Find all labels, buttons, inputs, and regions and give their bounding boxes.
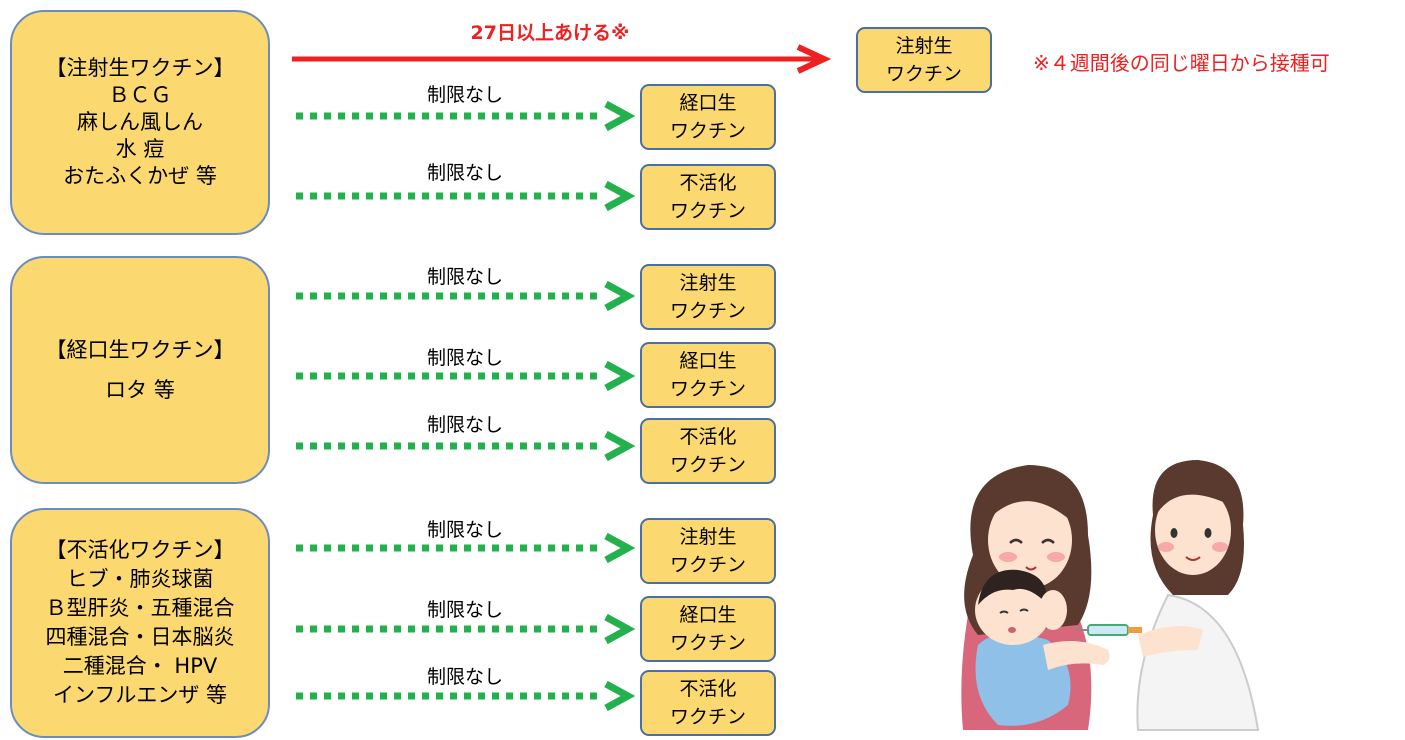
source-item: ＢＣＧ xyxy=(108,83,172,107)
green-dotted-arrow xyxy=(296,100,636,132)
green-dotted-arrow xyxy=(296,360,636,392)
target-box-oral-live: 経口生 ワクチン xyxy=(640,84,776,150)
source-item: Ｂ型肝炎・五種混合 xyxy=(45,596,235,620)
target-line2: ワクチン xyxy=(669,378,746,400)
target-box-oral-live: 経口生 ワクチン xyxy=(640,596,776,662)
no-limit-label: 制限なし xyxy=(426,162,503,184)
source-item: 四種混合・日本脳炎 xyxy=(45,625,235,649)
target-line2: ワクチン xyxy=(669,200,746,222)
target-line1: 不活化 xyxy=(679,678,737,700)
target-line1: 注射生 xyxy=(895,35,953,57)
target-box-injected-live: 注射生 ワクチン xyxy=(640,518,776,584)
source-item: ヒブ・肺炎球菌 xyxy=(66,567,214,591)
interval-label: 27日以上あける※ xyxy=(470,22,630,44)
target-box-inactivated: 不活化 ワクチン xyxy=(640,164,776,230)
source-box-oral-live: 【経口生ワクチン】 ロタ 等 xyxy=(10,256,270,484)
target-line1: 不活化 xyxy=(679,172,737,194)
no-limit-label: 制限なし xyxy=(426,84,503,106)
target-line2: ワクチン xyxy=(669,120,746,142)
target-box-oral-live: 経口生 ワクチン xyxy=(640,342,776,408)
target-line1: 注射生 xyxy=(679,526,737,548)
source-item: ロタ 等 xyxy=(105,378,175,402)
red-arrow xyxy=(292,44,832,74)
target-box-injected-live: 注射生 ワクチン xyxy=(856,27,992,93)
target-line2: ワクチン xyxy=(669,554,746,576)
source-title: 【経口生ワクチン】 xyxy=(45,338,235,362)
target-line1: 経口生 xyxy=(679,604,737,626)
source-box-inactivated: 【不活化ワクチン】 ヒブ・肺炎球菌 Ｂ型肝炎・五種混合 四種混合・日本脳炎 二種… xyxy=(10,508,270,738)
target-box-inactivated: 不活化 ワクチン xyxy=(640,670,776,736)
green-dotted-arrow xyxy=(296,532,636,564)
target-line2: ワクチン xyxy=(669,300,746,322)
source-box-injected-live: 【注射生ワクチン】 ＢＣＧ 麻しん風しん 水 痘 おたふくかぜ 等 xyxy=(10,10,270,235)
green-dotted-arrow xyxy=(296,280,636,312)
target-line2: ワクチン xyxy=(669,632,746,654)
target-box-inactivated: 不活化 ワクチン xyxy=(640,418,776,484)
target-box-injected-live: 注射生 ワクチン xyxy=(640,264,776,330)
target-line1: 注射生 xyxy=(679,272,737,294)
source-item: 麻しん風しん xyxy=(77,110,203,134)
target-line1: 不活化 xyxy=(679,426,737,448)
green-dotted-arrow xyxy=(296,680,636,712)
green-dotted-arrow xyxy=(296,180,636,212)
target-line2: ワクチン xyxy=(669,706,746,728)
no-limit-label: 制限なし xyxy=(426,666,503,688)
target-line1: 経口生 xyxy=(679,350,737,372)
green-dotted-arrow xyxy=(296,430,636,462)
no-limit-label: 制限なし xyxy=(426,347,503,369)
source-title: 【不活化ワクチン】 xyxy=(45,538,235,562)
target-line1: 経口生 xyxy=(679,92,737,114)
note-text: ※４週間後の同じ曜日から接種可 xyxy=(1033,51,1330,75)
source-title: 【注射生ワクチン】 xyxy=(45,56,235,80)
no-limit-label: 制限なし xyxy=(426,599,503,621)
target-line2: ワクチン xyxy=(885,63,962,85)
source-item: 二種混合・ HPV xyxy=(62,654,218,678)
no-limit-label: 制限なし xyxy=(426,414,503,436)
target-line2: ワクチン xyxy=(669,454,746,476)
green-dotted-arrow xyxy=(296,613,636,645)
source-item: インフルエンザ 等 xyxy=(52,683,228,707)
source-item: おたふくかぜ 等 xyxy=(63,164,217,188)
vaccination-illustration xyxy=(961,460,1260,731)
no-limit-label: 制限なし xyxy=(426,266,503,288)
no-limit-label: 制限なし xyxy=(426,519,503,541)
source-item: 水 痘 xyxy=(115,137,165,161)
